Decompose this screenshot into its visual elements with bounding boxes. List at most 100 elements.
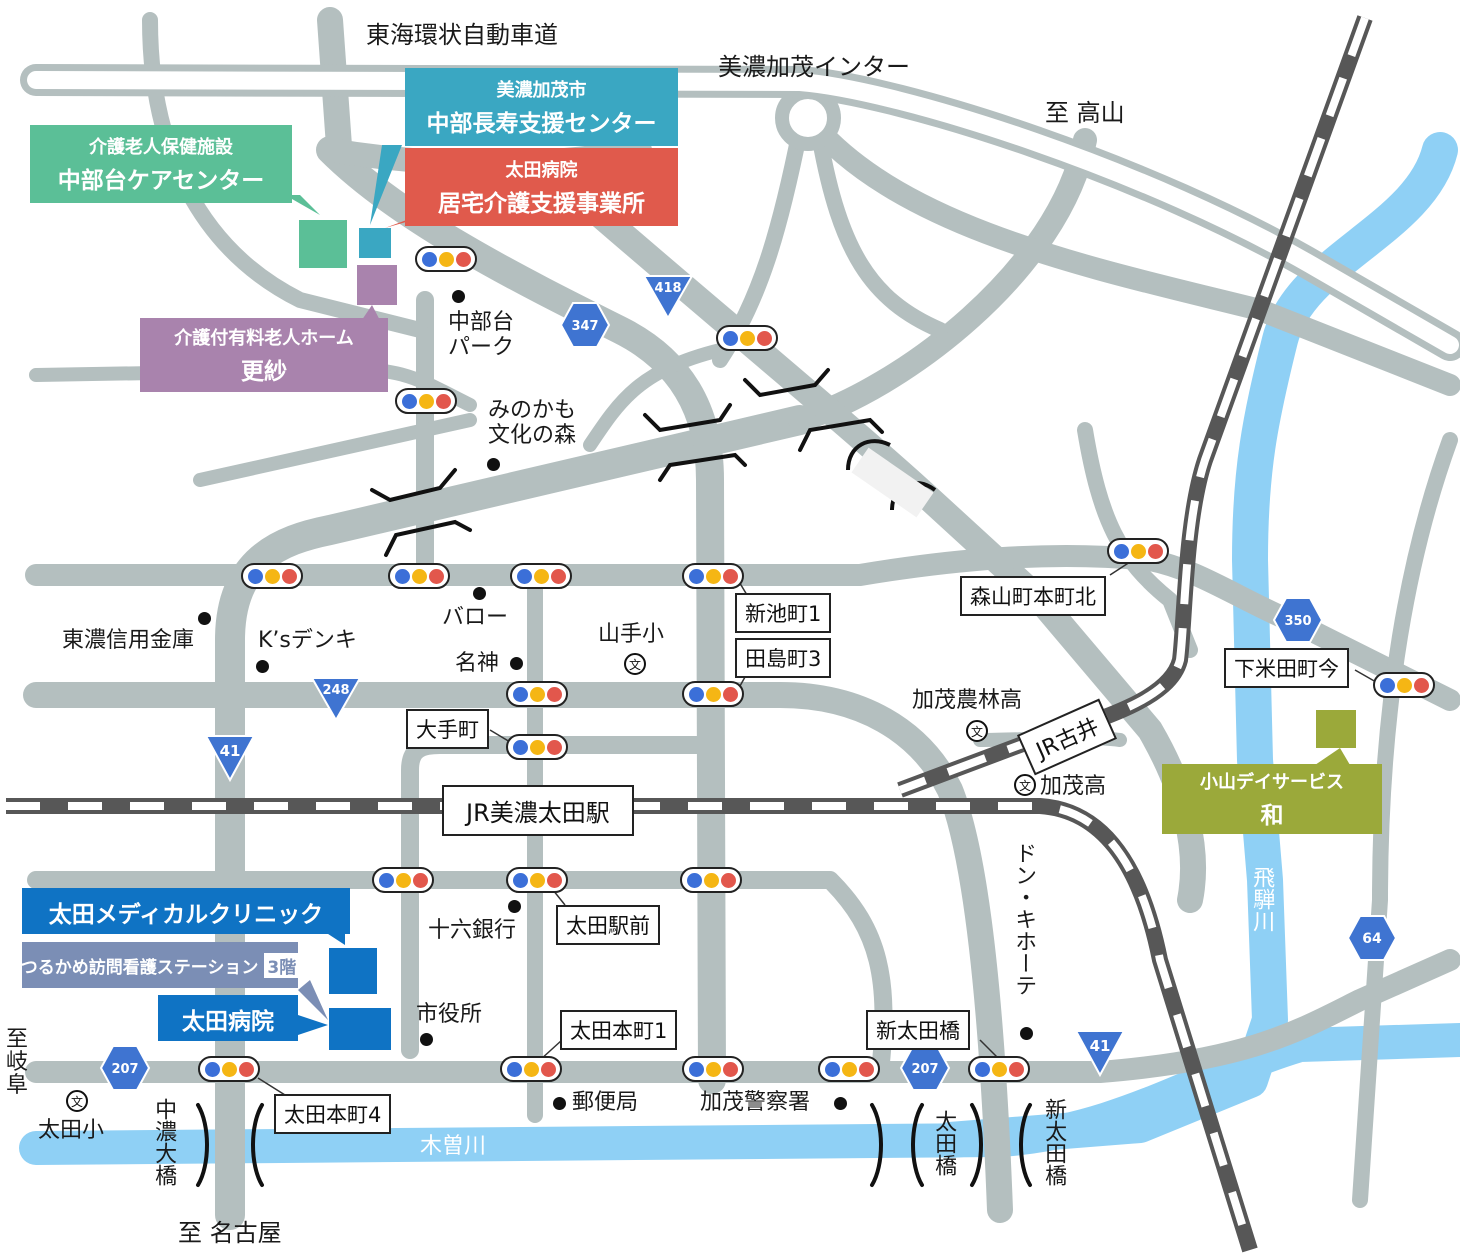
chubudai-care-marker[interactable] [299,220,347,268]
road-ramp-east [583,343,727,452]
boxed-tajima: 田島町3 [735,638,832,678]
route-shields[interactable]: 418 347 248 41 350 64 207 207 [99,275,1398,1091]
landmark-dot [508,900,521,913]
landmark-dot [420,1033,433,1046]
traffic-signal [680,867,742,893]
callout-ota-clinic[interactable]: 太田メディカルクリニック [22,888,350,934]
label-kiso-river: 木曽川 [420,1134,487,1159]
route-shield-64: 64 [1346,915,1398,961]
svg-text:207: 207 [111,1062,138,1077]
tsurukame-name: つるかめ訪問看護ステーション [20,957,259,978]
callout-sarasa[interactable]: 介護付有料老人ホーム 更紗 [140,318,388,392]
landmark-dot [510,657,523,670]
landmark-dot [473,587,486,600]
traffic-signal [716,325,778,351]
traffic-signal [510,563,572,589]
route-shield-41-east: 41 [1074,1030,1126,1078]
label-hida-river: 飛騨川 [1249,866,1275,932]
route-shield-418: 418 [642,275,694,321]
bridge-marks [196,368,1032,1187]
label-ks-denki: K’sデンキ [258,628,357,653]
label-don-quijote: ドン・キホーテ [1011,842,1037,996]
traffic-signal [388,563,450,589]
traffic-signal [395,388,457,414]
traffic-signal [682,563,744,589]
boxed-shinike: 新池町1 [735,593,832,633]
boxed-shimoyoneda: 下米田町今 [1224,648,1349,688]
svg-text:41: 41 [220,742,241,760]
traffic-signal [1373,672,1435,698]
svg-text:207: 207 [911,1062,938,1077]
road-lower-w [193,413,477,487]
kiso-river [19,1023,1460,1165]
label-to-nagoya: 至 名古屋 [178,1219,282,1247]
school-icon-otasho: 文 [66,1090,88,1112]
label-yamate-sho: 山手小 [598,622,665,647]
traffic-signal [500,1056,562,1082]
route-shield-350: 350 [1272,597,1324,643]
road-ic-to-east [799,109,1460,396]
school-icon-kamoko: 文 [1014,774,1036,796]
traffic-signal [818,1056,880,1082]
landmark-dot [834,1097,847,1110]
callout-tsurukame[interactable]: つるかめ訪問看護ステーション 3階 [20,942,300,988]
label-chuno-ohashi: 中濃大橋 [151,1098,177,1186]
callout-ota-hospital[interactable]: 太田病院 [158,995,298,1041]
landmark-dot [452,290,465,303]
label-minokamo-ic: 美濃加茂インター [718,53,910,81]
route-shield-41-west: 41 [204,735,256,783]
tsurukame-floor: 3階 [264,952,300,978]
sarasa-marker[interactable] [357,265,397,305]
route-shield-347: 347 [559,302,611,348]
label-shin-ota-bashi-v: 新太田橋 [1041,1098,1067,1186]
label-kamo-ko: 加茂高 [1040,774,1107,799]
traffic-signal [372,867,434,893]
traffic-signal [506,734,568,760]
label-tono-shinyo: 東濃信用金庫 [62,628,195,653]
landmark-dot [553,1097,566,1110]
callout-koyama-day[interactable]: 小山デイサービス 和 [1162,764,1382,834]
svg-text:248: 248 [322,683,349,698]
callout-ota-kyotaku[interactable]: 太田病院 居宅介護支援事業所 [405,148,678,226]
traffic-signal [682,1056,744,1082]
label-kamo-norin: 加茂農林高 [912,688,1023,713]
koyama-day-marker[interactable] [1316,710,1356,748]
label-chubudai-park: 中部台 パーク [448,310,515,361]
callout-chubudai-care[interactable]: 介護老人保健施設 中部台ケアセンター [30,125,292,203]
ota-clinic-marker[interactable] [329,948,377,994]
svg-text:347: 347 [571,319,598,334]
label-barrow: バロー [442,605,509,630]
boxed-ote: 大手町 [406,709,489,749]
boxed-shin-ota-bashi: 新太田橋 [866,1010,970,1050]
svg-text:350: 350 [1284,614,1311,629]
label-juroku-bank: 十六銀行 [428,918,517,943]
route-shield-207-east: 207 [899,1045,951,1091]
boxed-ota-honmachi4: 太田本町4 [274,1094,392,1134]
ota-hospital-marker[interactable] [329,1008,391,1050]
landmark-dot [487,458,500,471]
svg-text:418: 418 [654,281,681,296]
school-icon-kamonorin: 文 [966,720,988,742]
label-minokamo-bunka: みのかも 文化の森 [488,398,577,449]
traffic-signal [241,563,303,589]
label-to-takayama: 至 高山 [1045,99,1125,127]
road-upper-east [788,128,1097,432]
boxed-ota-honmachi1: 太田本町1 [560,1010,678,1050]
chubu-support-marker[interactable] [359,228,391,258]
traffic-signal [682,681,744,707]
callout-chubu-support[interactable]: 美濃加茂市 中部長寿支援センター [405,68,678,146]
traffic-signal [1107,538,1169,564]
svg-text:64: 64 [1362,931,1382,947]
boxed-jr-minoota[interactable]: JR美濃太田駅 [442,785,634,836]
road-far-east-ns [1352,432,1458,1208]
label-kamo-police: 加茂警察署 [700,1090,811,1115]
label-post-office: 郵便局 [572,1090,639,1115]
label-to-gifu: 至 岐 阜 [6,1027,29,1099]
traffic-signal [506,681,568,707]
route-shield-248: 248 [310,677,362,723]
landmark-dot [198,612,211,625]
label-ota-sho: 太田小 [38,1118,105,1143]
traffic-signal [198,1056,260,1082]
boxed-ota-eki-mae: 太田駅前 [556,905,660,945]
